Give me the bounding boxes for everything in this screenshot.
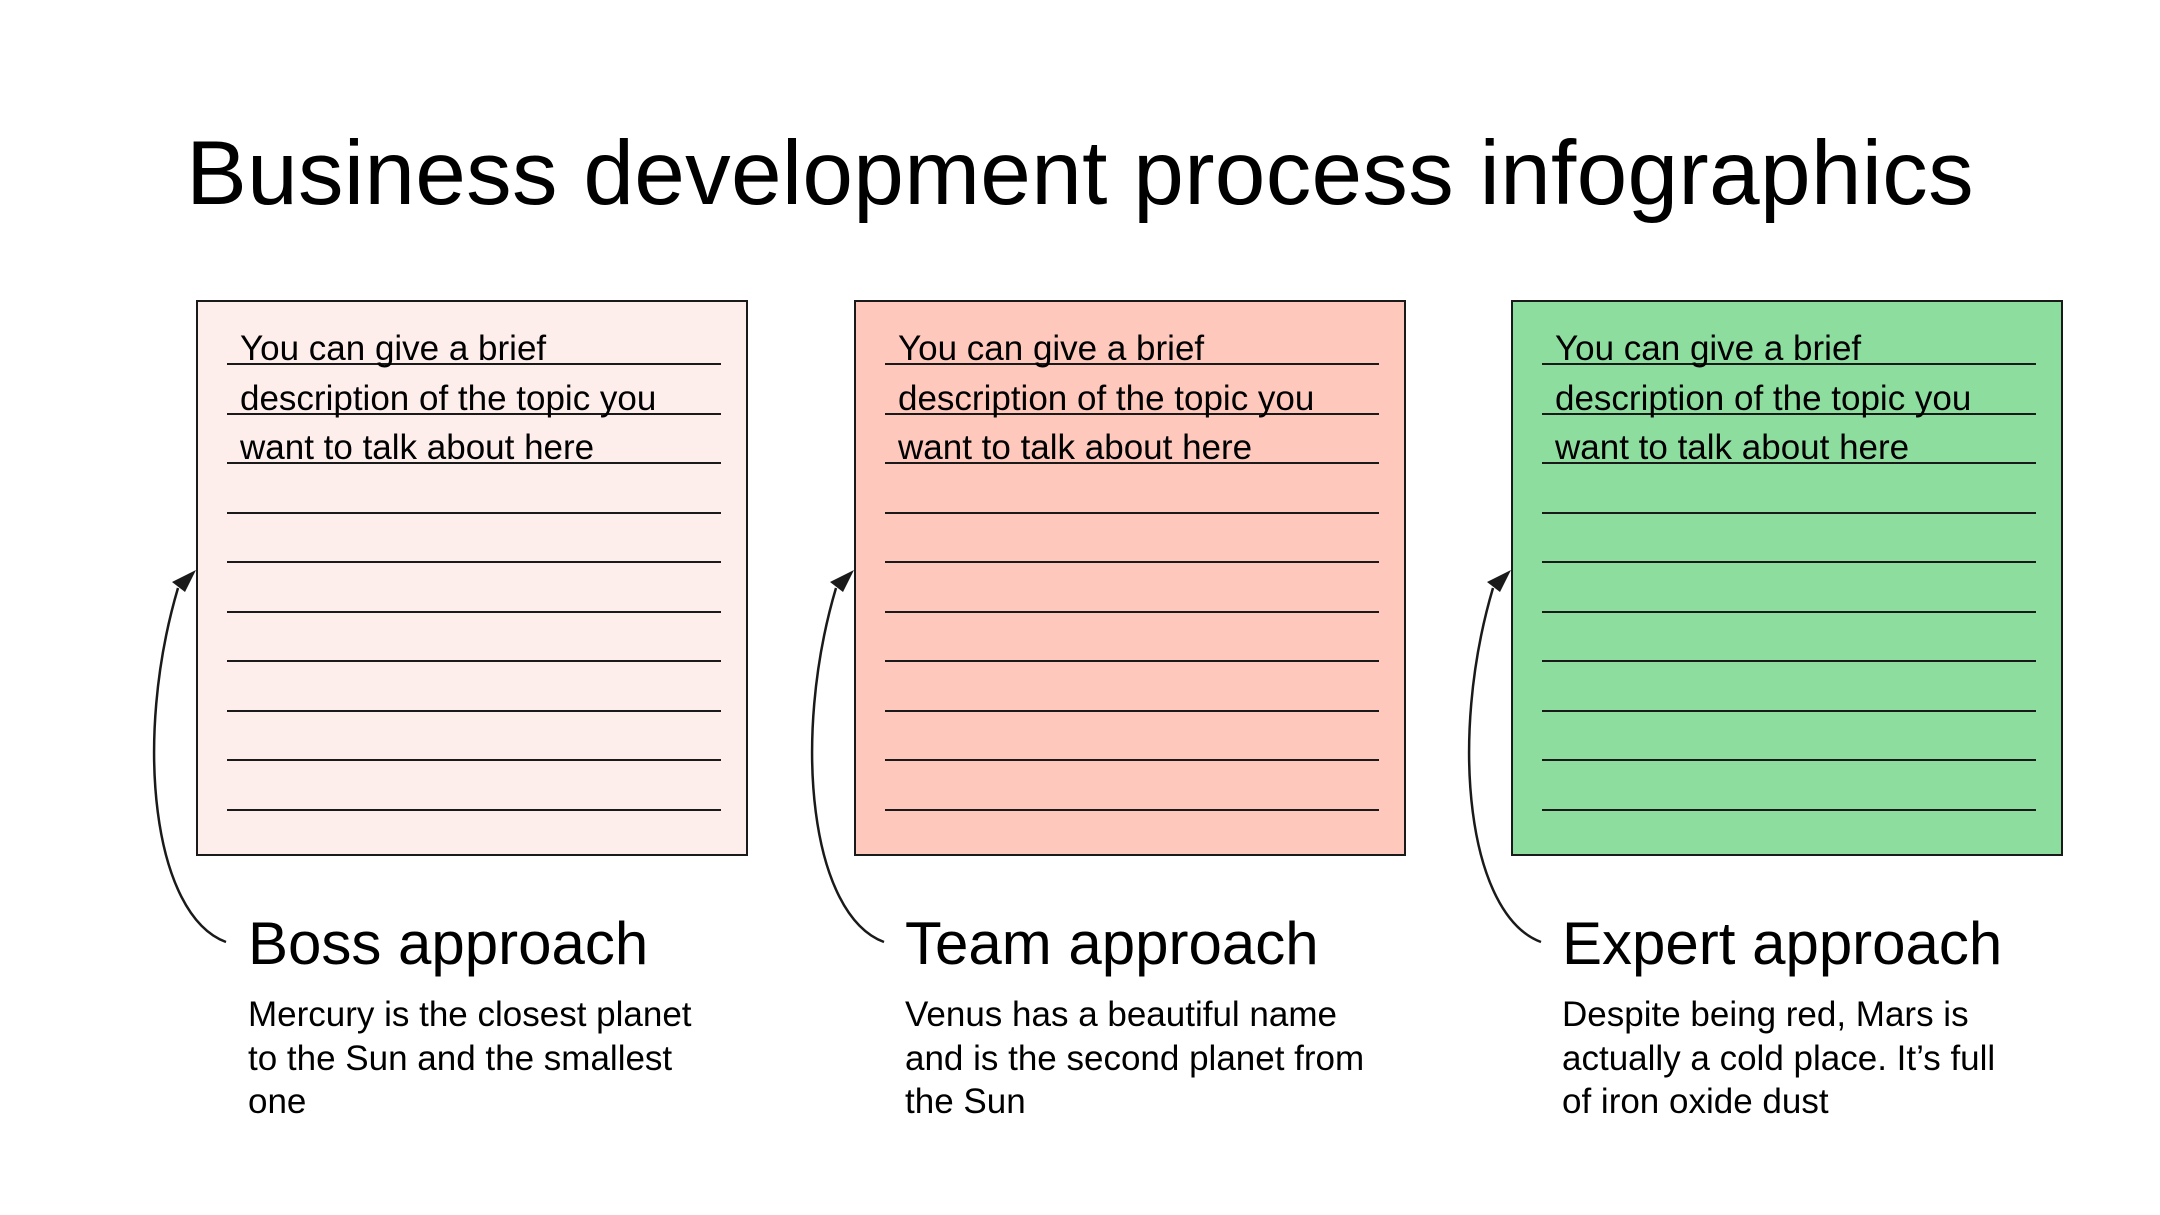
ruled-line: [1542, 511, 2036, 514]
ruled-line: [227, 610, 721, 613]
step-1-note-card: You can give a brief description of the …: [196, 300, 748, 856]
ruled-line: [885, 511, 1379, 514]
ruled-line: [227, 709, 721, 712]
step-2-note-card: You can give a brief description of the …: [854, 300, 1406, 856]
ruled-line: [227, 808, 721, 811]
ruled-line: [227, 412, 721, 415]
ruled-line: [885, 610, 1379, 613]
ruled-line: [227, 363, 721, 365]
ruled-line: [885, 462, 1379, 464]
ruled-line: [1542, 709, 2036, 712]
ruled-line: [227, 511, 721, 514]
ruled-line: [227, 561, 721, 563]
step-3-description: Despite being red, Mars is actually a co…: [1562, 995, 1996, 1121]
ruled-line: [885, 412, 1379, 415]
step-2-heading: Team approach: [905, 910, 1319, 977]
ruled-line: [885, 759, 1379, 761]
ruled-line: [885, 561, 1379, 563]
step-1-heading: Boss approach: [248, 910, 649, 977]
step-2-card-text: You can give a brief description of the …: [898, 329, 1315, 467]
page-title: Business development process infographic…: [186, 123, 1974, 224]
ruled-line: [227, 759, 721, 761]
step-1-curved-arrow-icon: [152, 570, 227, 944]
step-3-heading: Expert approach: [1562, 910, 2003, 977]
ruled-line: [1542, 759, 2036, 761]
ruled-line: [885, 660, 1379, 662]
ruled-line: [227, 660, 721, 662]
step-3-card-text: You can give a brief description of the …: [1555, 329, 1972, 467]
ruled-line: [1542, 412, 2036, 415]
ruled-line: [227, 462, 721, 464]
step-3-curved-arrow-icon: [1467, 570, 1542, 944]
ruled-line: [885, 363, 1379, 365]
step-1-description: Mercury is the closest planet to the Sun…: [248, 995, 692, 1121]
ruled-line: [885, 709, 1379, 712]
ruled-line: [1542, 561, 2036, 563]
step-2-description: Venus has a beautiful name and is the se…: [905, 995, 1365, 1121]
ruled-line: [1542, 660, 2036, 662]
step-2-curved-arrow-icon: [810, 570, 885, 944]
ruled-line: [1542, 462, 2036, 464]
step-3-note-card: You can give a brief description of the …: [1511, 300, 2063, 856]
step-1-card-text: You can give a brief description of the …: [240, 329, 657, 467]
ruled-line: [1542, 363, 2036, 365]
ruled-line: [1542, 808, 2036, 811]
ruled-line: [885, 808, 1379, 811]
ruled-line: [1542, 610, 2036, 613]
